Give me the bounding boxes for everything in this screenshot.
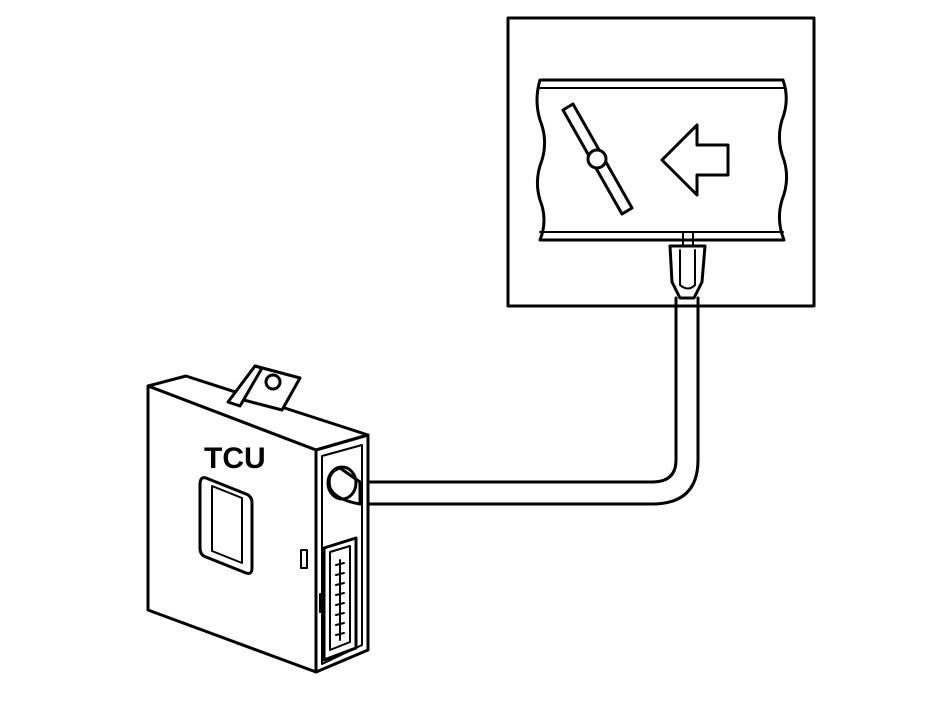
- airflow-arrow-icon: [660, 123, 730, 197]
- sensor-connector: [668, 231, 707, 300]
- tcu-window: [198, 476, 254, 575]
- tcu-label: TCU: [204, 442, 266, 475]
- throttle-housing: [506, 16, 816, 308]
- throttle-plate: [561, 102, 634, 216]
- sensor-cable: [358, 296, 678, 484]
- mounting-bracket: [226, 364, 302, 412]
- tcu-unit: TCU: [146, 364, 370, 674]
- tcu-connector: [322, 536, 358, 662]
